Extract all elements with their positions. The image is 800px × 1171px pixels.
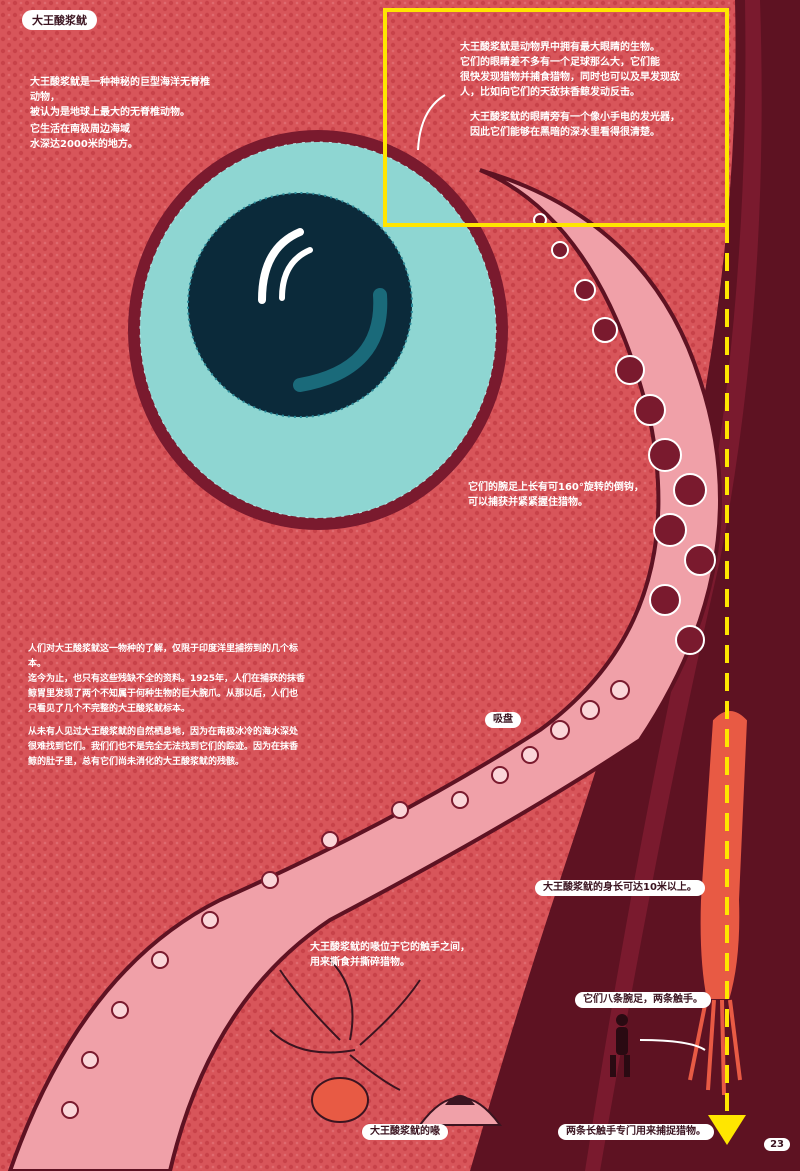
note-line: 被认为是地球上最大的无脊椎动物。 — [30, 107, 190, 118]
note-line: 很快发现猎物并捕食猎物，同时也可以及早发现敌 — [460, 72, 680, 83]
intro-note: 大王酸浆鱿是一种神秘的巨型海洋无脊椎动物， 被认为是地球上最大的无脊椎动物。 — [30, 75, 210, 120]
habitat-note: 它生活在南极周边海域 水深达2000米的地方。 — [30, 122, 170, 152]
note-line: 大王酸浆鱿的眼睛旁有一个像小手电的发光器， — [470, 112, 680, 123]
note-line: 很难找到它们。我们们也不是完全无法找到它们的踪迹。因为在抹香 — [28, 742, 299, 752]
note-line: 迄今为止，也只有这些残缺不全的资料。1925年，人们在捕获的抹香 — [28, 674, 306, 684]
page-number: 23 — [764, 1138, 790, 1151]
note-line: 鲸的肚子里，总有它们尚未消化的大王酸浆鱿的残骸。 — [28, 757, 245, 767]
note-line: 它生活在南极周边海域 — [30, 124, 130, 135]
giant-eye-icon — [128, 130, 508, 530]
note-line: 人，比如向它们的天敌抹香鲸发动反击。 — [460, 87, 640, 98]
note-line: 人们对大王酸浆鱿这一物种的了解，仅限于印度洋里捕捞到的几个标本。 — [28, 644, 299, 669]
length-label: 大王酸浆鱿的身长可达10米以上。 — [535, 880, 705, 896]
note-line: 用来撕食并撕碎猎物。 — [310, 957, 410, 968]
note-line: 鲸胃里发现了两个不知属于何种生物的巨大腕爪。从那以后，人们也 — [28, 689, 299, 699]
arms-label: 它们八条腕足，两条触手。 — [575, 992, 711, 1008]
page-title: 大王酸浆鱿 — [22, 10, 97, 30]
squid-arms-illustration — [269, 959, 421, 1091]
note-line: 水深达2000米的地方。 — [30, 139, 138, 150]
eye-note: 大王酸浆鱿是动物界中拥有最大眼睛的生物。 它们的眼睛差不多有一个足球那么大，它们… — [460, 40, 720, 100]
tentacle-label: 两条长触手专门用来捕捉猎物。 — [558, 1124, 714, 1140]
beak-note: 大王酸浆鱿的喙位于它的触手之间， 用来撕食并撕碎猎物。 — [310, 940, 510, 970]
squid-silhouette-icon — [688, 709, 750, 1096]
note-line: 从未有人见过大王酸浆鱿的自然栖息地，因为在南极冰冷的海水深处 — [28, 727, 299, 737]
beak-icon — [418, 1095, 502, 1126]
arrow-down-icon — [708, 1115, 746, 1145]
note-line: 大王酸浆鱿是动物界中拥有最大眼睛的生物。 — [460, 42, 660, 53]
note-line: 可以捕获并紧紧握住猎物。 — [468, 497, 588, 508]
note-line: 大王酸浆鱿的喙位于它的触手之间， — [310, 942, 470, 953]
history-note: 人们对大王酸浆鱿这一物种的了解，仅限于印度洋里捕捞到的几个标本。 迄今为止，也只… — [28, 642, 308, 770]
hook-note: 它们的腕足上长有可160°旋转的倒钩， 可以捕获并紧紧握住猎物。 — [468, 480, 688, 510]
note-line: 它们的眼睛差不多有一个足球那么大，它们能 — [460, 57, 660, 68]
light-organ-note: 大王酸浆鱿的眼睛旁有一个像小手电的发光器， 因此它们能够在黑暗的深水里看得很清楚… — [470, 110, 720, 140]
note-line: 大王酸浆鱿是一种神秘的巨型海洋无脊椎动物， — [30, 77, 210, 103]
beak-caption: 大王酸浆鱿的喙 — [362, 1124, 448, 1140]
diver-silhouette-icon — [610, 1014, 630, 1077]
note-line: 因此它们能够在黑暗的深水里看得很清楚。 — [470, 127, 660, 138]
note-line: 它们的腕足上长有可160°旋转的倒钩， — [468, 482, 644, 493]
highlight-box — [383, 8, 729, 227]
sucker-label: 吸盘 — [485, 712, 521, 728]
note-line: 只看见了几个不完整的大王酸浆鱿标本。 — [28, 704, 191, 714]
